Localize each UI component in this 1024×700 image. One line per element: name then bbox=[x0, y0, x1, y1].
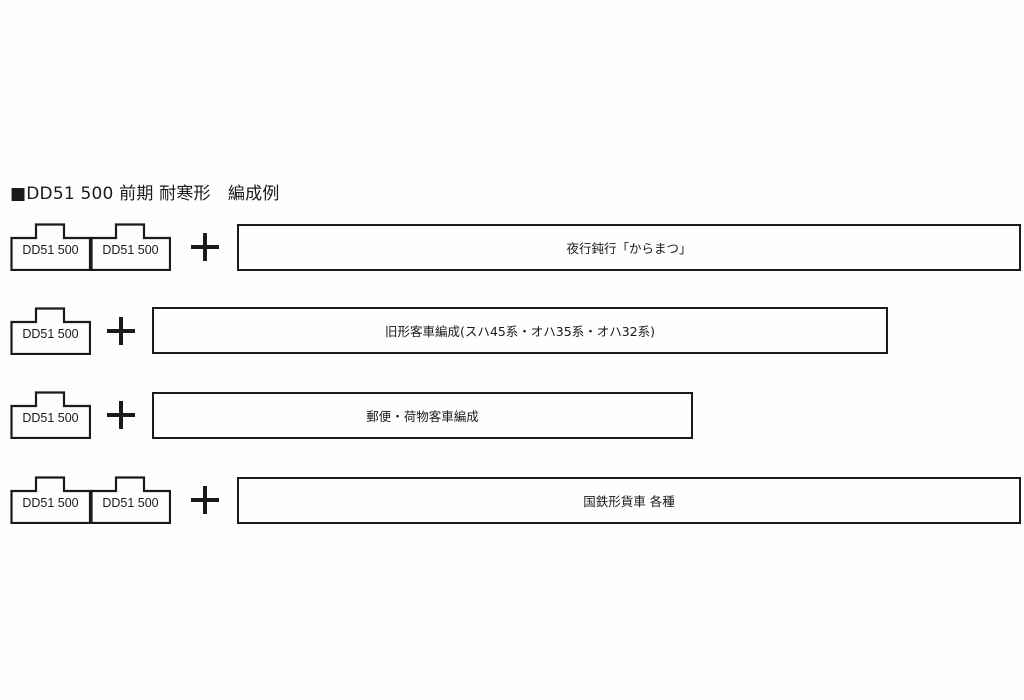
train-label: 夜行鈍行「からまつ」 bbox=[566, 241, 692, 256]
plus-icon bbox=[107, 317, 135, 345]
train-label: 旧形客車編成(スハ45系・オハ35系・オハ32系) bbox=[385, 324, 655, 339]
locomotive-dd51: DD51 500 bbox=[10, 223, 91, 271]
locomotive-label: DD51 500 bbox=[22, 243, 79, 257]
locomotive-dd51: DD51 500 bbox=[10, 476, 91, 524]
train-label: 国鉄形貨車 各種 bbox=[583, 494, 675, 509]
diagram-title: ■DD51 500 前期 耐寒形 編成例 bbox=[10, 184, 280, 204]
locomotive-dd51: DD51 500 bbox=[90, 476, 171, 524]
locomotive-dd51: DD51 500 bbox=[10, 391, 91, 439]
locomotive-outline-icon bbox=[10, 391, 91, 439]
locomotive-outline-icon bbox=[10, 476, 91, 524]
locomotive-outline-icon bbox=[10, 223, 91, 271]
plus-icon bbox=[191, 233, 219, 261]
locomotive-label: DD51 500 bbox=[22, 496, 79, 510]
locomotive-dd51: DD51 500 bbox=[90, 223, 171, 271]
locomotive-label: DD51 500 bbox=[102, 496, 159, 510]
locomotive-dd51: DD51 500 bbox=[10, 307, 91, 355]
locomotive-outline-icon bbox=[10, 307, 91, 355]
train-consist-box: 旧形客車編成(スハ45系・オハ35系・オハ32系) bbox=[152, 307, 888, 354]
locomotive-label: DD51 500 bbox=[22, 411, 79, 425]
train-consist-box: 郵便・荷物客車編成 bbox=[152, 392, 693, 439]
plus-icon bbox=[107, 401, 135, 429]
train-consist-box: 国鉄形貨車 各種 bbox=[237, 477, 1021, 524]
train-consist-box: 夜行鈍行「からまつ」 bbox=[237, 224, 1021, 271]
locomotive-label: DD51 500 bbox=[22, 327, 79, 341]
locomotive-outline-icon bbox=[90, 223, 171, 271]
locomotive-label: DD51 500 bbox=[102, 243, 159, 257]
train-label: 郵便・荷物客車編成 bbox=[366, 409, 479, 424]
plus-icon bbox=[191, 486, 219, 514]
locomotive-outline-icon bbox=[90, 476, 171, 524]
